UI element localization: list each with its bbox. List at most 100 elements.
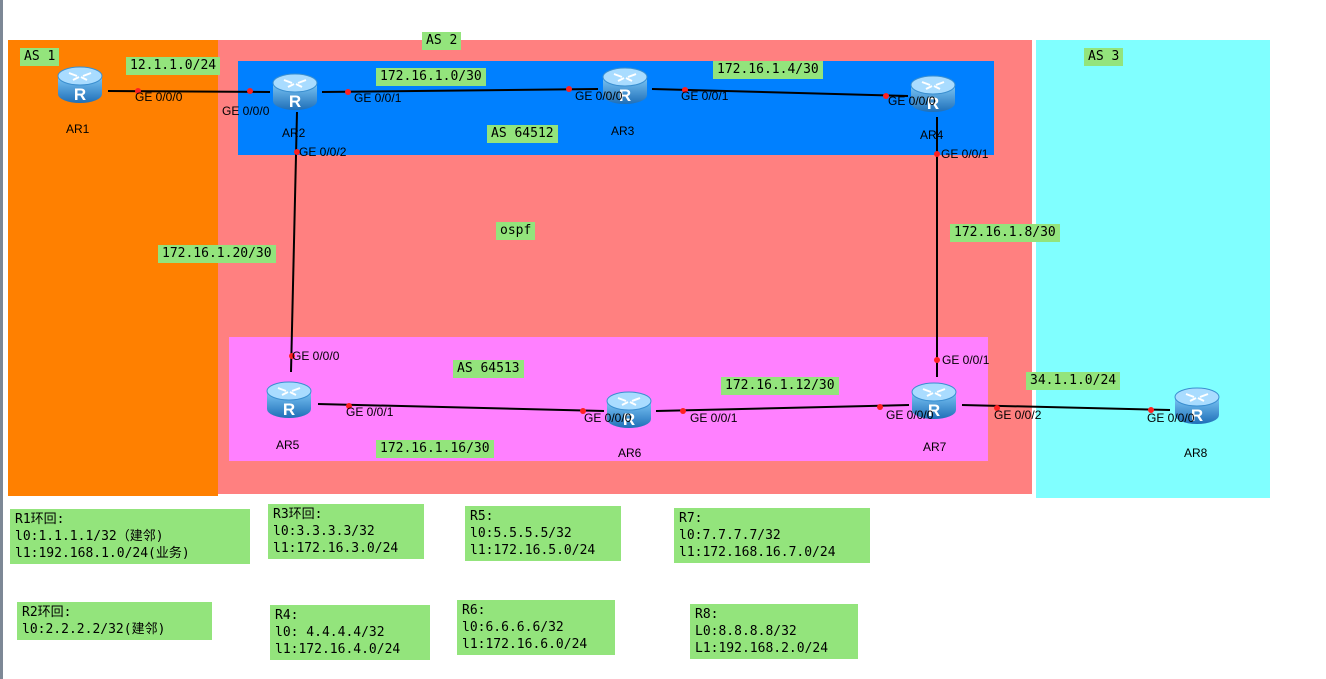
svg-text:R: R	[289, 92, 301, 111]
as64512-label: AS 64512	[487, 125, 558, 143]
port-dot	[580, 408, 586, 414]
router-icon: R	[602, 67, 648, 105]
note-r2: R2环回: l0:2.2.2.2/32(建邻)	[17, 602, 212, 640]
as1-label: AS 1	[20, 48, 60, 66]
port-dot	[934, 357, 940, 363]
note-r6-line: l1:172.16.6.0/24	[462, 637, 588, 652]
note-r6: R6: l0:6.6.6.6/32 l1:172.16.6.0/24	[457, 600, 615, 655]
router-ar5[interactable]: R	[264, 380, 314, 420]
router-ar2[interactable]: R	[270, 72, 320, 112]
router-icon: R	[910, 75, 956, 113]
router-ar6-name: AR6	[618, 446, 642, 460]
port-dot	[680, 408, 686, 414]
as2-label: AS 2	[422, 32, 462, 50]
port-ar7-ge002: GE 0/0/2	[994, 408, 1042, 422]
port-ar4-ge001: GE 0/0/1	[941, 147, 989, 161]
port-dot	[934, 151, 940, 157]
link-ar5-ar6	[317, 403, 605, 412]
router-ar7[interactable]: R	[909, 381, 959, 421]
subnet-ar4-ar7: 172.16.1.8/30	[950, 224, 1060, 242]
window-left-edge	[0, 0, 3, 679]
router-ar7-name: AR7	[923, 440, 947, 454]
router-icon: R	[266, 381, 312, 419]
router-icon: R	[272, 73, 318, 111]
note-r4-line: l0: 4.4.4.4/32	[275, 625, 385, 640]
link-ar1-ar2	[107, 90, 271, 93]
port-ar3-ge000: GE 0/0/0	[575, 89, 623, 103]
router-ar6[interactable]: R	[604, 390, 654, 430]
note-r5: R5: l0:5.5.5.5/32 l1:172.16.5.0/24	[465, 506, 621, 561]
svg-text:R: R	[1191, 406, 1203, 425]
note-r8: R8: L0:8.8.8.8/32 L1:192.168.2.0/24	[690, 604, 858, 659]
svg-text:R: R	[283, 400, 295, 419]
port-dot	[682, 87, 688, 93]
subnet-ar7-ar8: 34.1.1.0/24	[1026, 372, 1121, 390]
note-r1: R1环回: l0:1.1.1.1/32（建邻) l1:192.168.1.0/2…	[10, 509, 250, 564]
note-r7: R7: l0:7.7.7.7/32 l1:172.168.16.7.0/24	[674, 508, 870, 563]
note-r5-line: l1:172.16.5.0/24	[470, 543, 596, 558]
router-ar1[interactable]: R	[55, 65, 105, 105]
router-ar4[interactable]: R	[908, 74, 958, 114]
as64513-label: AS 64513	[453, 360, 524, 378]
port-dot	[345, 89, 351, 95]
note-r6-line: l0:6.6.6.6/32	[462, 620, 564, 635]
port-dot	[877, 404, 883, 410]
link-ar2-ar3	[321, 88, 599, 93]
port-dot	[566, 86, 572, 92]
port-ar2-ge000: GE 0/0/0	[222, 104, 270, 118]
note-r3-line: l1:172.16.3.0/24	[273, 541, 399, 556]
note-r4: R4: l0: 4.4.4.4/32 l1:172.16.4.0/24	[270, 605, 430, 660]
port-ar3-ge001: GE 0/0/1	[681, 89, 729, 103]
port-ar5-ge000: GE 0/0/0	[292, 349, 340, 363]
port-ar7-ge000: GE 0/0/0	[886, 408, 934, 422]
port-dot	[994, 405, 1000, 411]
port-dot	[1148, 407, 1154, 413]
subnet-ar6-ar7: 172.16.1.12/30	[721, 377, 839, 395]
svg-text:R: R	[74, 85, 86, 104]
ospf-label: ospf	[496, 222, 536, 240]
note-r1-line: R1环回:	[15, 512, 65, 527]
port-dot	[294, 149, 300, 155]
note-r7-line: R7:	[679, 511, 703, 526]
note-r3-line: l0:3.3.3.3/32	[273, 524, 375, 539]
port-dot	[247, 88, 253, 94]
note-r7-line: l0:7.7.7.7/32	[679, 528, 781, 543]
port-ar5-ge001: GE 0/0/1	[346, 405, 394, 419]
as1-region	[8, 40, 218, 496]
note-r8-line: R8:	[695, 607, 719, 622]
router-ar8[interactable]: R	[1172, 386, 1222, 426]
router-icon: R	[57, 66, 103, 104]
note-r3: R3环回: l0:3.3.3.3/32 l1:172.16.3.0/24	[268, 504, 424, 559]
note-r8-line: L1:192.168.2.0/24	[695, 641, 829, 656]
link-ar6-ar7	[655, 404, 910, 412]
port-dot	[289, 353, 295, 359]
note-r2-line: l0:2.2.2.2/32(建邻)	[22, 622, 166, 637]
note-r4-line: l1:172.16.4.0/24	[275, 642, 401, 657]
port-ar1-ge000: GE 0/0/0	[135, 90, 183, 104]
subnet-ar1-ar2: 12.1.1.0/24	[126, 57, 221, 75]
router-icon: R	[911, 382, 957, 420]
note-r8-line: L0:8.8.8.8/32	[695, 624, 797, 639]
router-ar4-name: AR4	[920, 128, 944, 142]
router-ar3[interactable]: R	[600, 66, 650, 106]
svg-text:R: R	[619, 86, 631, 105]
note-r1-line: l0:1.1.1.1/32（建邻)	[15, 529, 164, 544]
port-ar8-ge000: GE 0/0/0	[1147, 411, 1195, 425]
link-ar3-ar4	[651, 88, 909, 97]
note-r1-line: l1:192.168.1.0/24(业务)	[15, 546, 190, 561]
note-r7-line: l1:172.168.16.7.0/24	[679, 545, 836, 560]
subnet-ar3-ar4: 172.16.1.4/30	[713, 61, 823, 79]
link-ar2-ar5	[290, 111, 298, 373]
note-r5-line: l0:5.5.5.5/32	[470, 526, 572, 541]
router-icon: R	[1174, 387, 1220, 425]
subnet-ar2-ar5: 172.16.1.20/30	[158, 245, 276, 263]
router-ar2-name: AR2	[282, 126, 306, 140]
svg-text:R: R	[927, 94, 939, 113]
as3-region	[1036, 40, 1270, 498]
note-r4-line: R4:	[275, 608, 299, 623]
note-r5-line: R5:	[470, 509, 494, 524]
as3-label: AS 3	[1084, 48, 1124, 66]
port-ar6-ge001: GE 0/0/1	[690, 411, 738, 425]
router-ar3-name: AR3	[611, 124, 635, 138]
